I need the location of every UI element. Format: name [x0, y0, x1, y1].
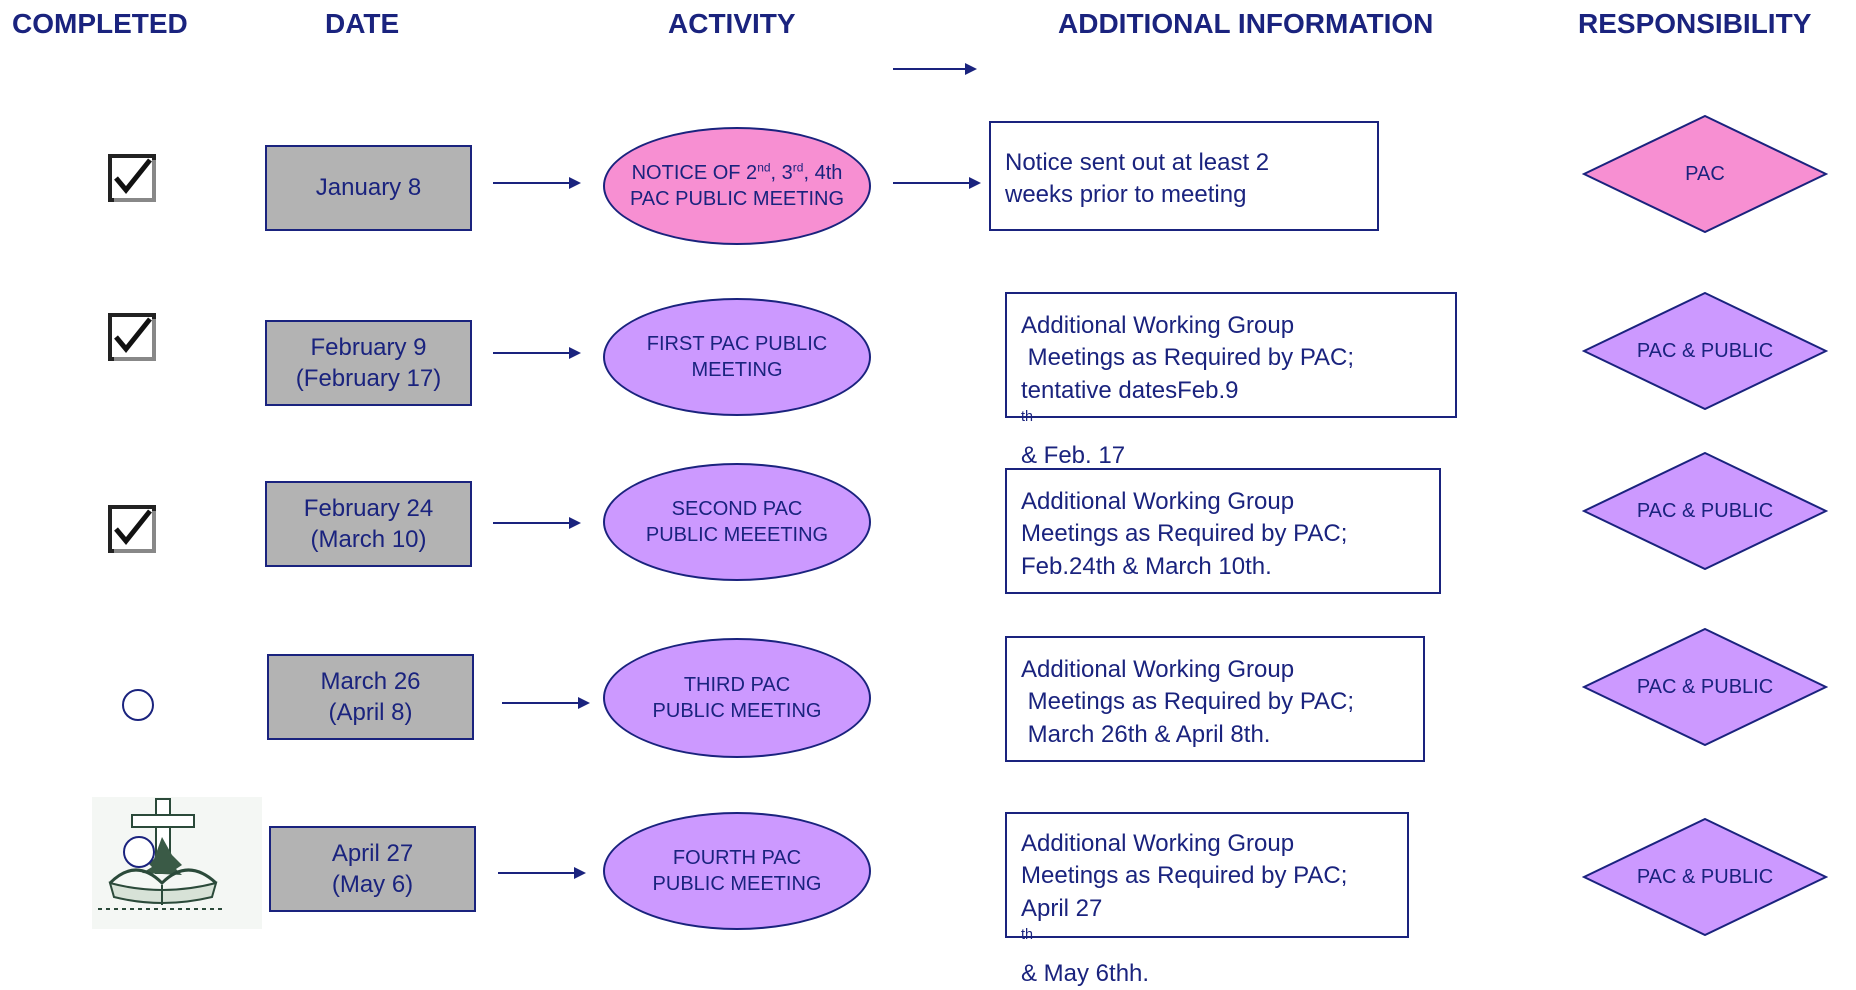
responsibility-diamond: PAC & PUBLIC — [1582, 818, 1828, 936]
date-box: February 9 (February 17) — [265, 320, 472, 406]
header-responsibility: RESPONSIBILITY — [1578, 8, 1812, 39]
activity-line-2: MEETING — [691, 359, 783, 381]
info-line-2: weeks prior to meeting — [1005, 181, 1247, 209]
info-line-1: Additional Working Group — [1021, 656, 1295, 683]
date-box: April 27 (May 6) — [269, 826, 476, 912]
date-line-1: April 27 — [331, 839, 414, 867]
responsibility-label: PAC — [1685, 162, 1725, 185]
date-line-2: (April 8) — [328, 699, 413, 726]
arrow-right-icon — [502, 697, 590, 709]
activity-line-1: THIRD PAC — [683, 674, 791, 696]
date-line-1: February 24 — [303, 494, 434, 522]
diamond-shape — [1582, 292, 1828, 410]
info-box: Additional Working Group Meetings as Req… — [1005, 636, 1425, 762]
activity-ellipse: THIRD PAC PUBLIC MEETING — [603, 638, 871, 758]
info-line-2: Meetings as Required by PAC; — [1021, 520, 1348, 548]
checked-box-icon — [108, 154, 156, 202]
diamond-shape — [1582, 115, 1828, 233]
responsibility-label: PAC & PUBLIC — [1636, 339, 1774, 362]
info-box: Additional Working Group Meetings as Req… — [1005, 812, 1409, 987]
open-circle-icon — [122, 689, 154, 721]
activity-line-2: PAC PUBLIC MEETING — [629, 188, 845, 210]
date-line-1: January 8 — [315, 174, 422, 202]
activity-line-1: FOURTH PAC — [672, 847, 802, 869]
info-line-2: Meetings as Required by PAC; — [1021, 344, 1355, 372]
date-box: March 26 (April 8) — [267, 654, 474, 740]
responsibility-diamond: PAC & PUBLIC — [1582, 452, 1828, 570]
info-line-1: Additional Working Group — [1021, 488, 1295, 515]
church-logo — [92, 797, 262, 929]
date-line-1: February 9 — [310, 333, 427, 361]
responsibility-label: PAC & PUBLIC — [1636, 865, 1774, 888]
diamond-shape — [1582, 628, 1828, 746]
arrow-right-icon — [493, 177, 581, 189]
responsibility-diamond: PAC — [1582, 115, 1828, 233]
activity-line-2: PUBLIC MEEETING — [645, 524, 829, 546]
date-line-2: (March 10) — [310, 526, 427, 553]
date-box: February 24 (March 10) — [265, 481, 472, 567]
activity-ellipse: FIRST PAC PUBLIC MEETING — [603, 298, 871, 416]
info-line-1: Additional Working Group — [1021, 312, 1295, 339]
date-line-2: (February 17) — [295, 365, 442, 392]
info-line-2: Meetings as Required by PAC; — [1021, 862, 1348, 890]
date-line-2: (May 6) — [331, 871, 414, 898]
diamond-shape — [1582, 452, 1828, 570]
arrow-right-icon — [493, 517, 581, 529]
info-line-3: March 26th & April 8th. — [1021, 720, 1271, 748]
header-completed: COMPLETED — [12, 8, 188, 39]
header-date: DATE — [325, 8, 400, 39]
info-line-1: Additional Working Group — [1021, 830, 1295, 857]
info-box: Notice sent out at least 2 weeks prior t… — [989, 121, 1379, 231]
arrow-right-icon — [493, 347, 581, 359]
activity-line-2: PUBLIC MEETING — [652, 700, 822, 722]
info-line-1: Notice sent out at least 2 — [1005, 149, 1270, 176]
responsibility-diamond: PAC & PUBLIC — [1582, 292, 1828, 410]
activity-line-1: SECOND PAC — [671, 498, 803, 520]
activity-line-2: PUBLIC MEETING — [652, 873, 822, 895]
activity-line-1: FIRST PAC PUBLIC — [646, 333, 828, 355]
info-box: Additional Working Group Meetings as Req… — [1005, 292, 1457, 533]
responsibility-label: PAC & PUBLIC — [1636, 675, 1774, 698]
date-line-1: March 26 — [320, 667, 421, 695]
checked-box-icon — [108, 313, 156, 361]
info-box: Additional Working Group Meetings as Req… — [1005, 468, 1441, 594]
activity-line-1: NOTICE OF 2nd, 3rd, 4th — [631, 160, 843, 184]
activity-ellipse: FOURTH PAC PUBLIC MEETING — [603, 812, 871, 930]
arrow-right-icon — [498, 867, 586, 879]
open-circle-icon — [123, 836, 155, 868]
header-arrow — [893, 63, 977, 75]
activity-ellipse: SECOND PAC PUBLIC MEEETING — [603, 463, 871, 581]
header-additional-information: ADDITIONAL INFORMATION — [1058, 8, 1434, 39]
info-line-3: Feb.24th & March 10th. — [1021, 552, 1272, 580]
checked-box-icon — [108, 505, 156, 553]
arrow-right-icon — [893, 177, 981, 189]
header-activity: ACTIVITY — [668, 8, 796, 39]
info-line-2: Meetings as Required by PAC; — [1021, 688, 1355, 716]
responsibility-label: PAC & PUBLIC — [1636, 499, 1774, 522]
responsibility-diamond: PAC & PUBLIC — [1582, 628, 1828, 746]
activity-ellipse: NOTICE OF 2nd, 3rd, 4th PAC PUBLIC MEETI… — [603, 127, 871, 245]
date-box: January 8 — [265, 145, 472, 231]
